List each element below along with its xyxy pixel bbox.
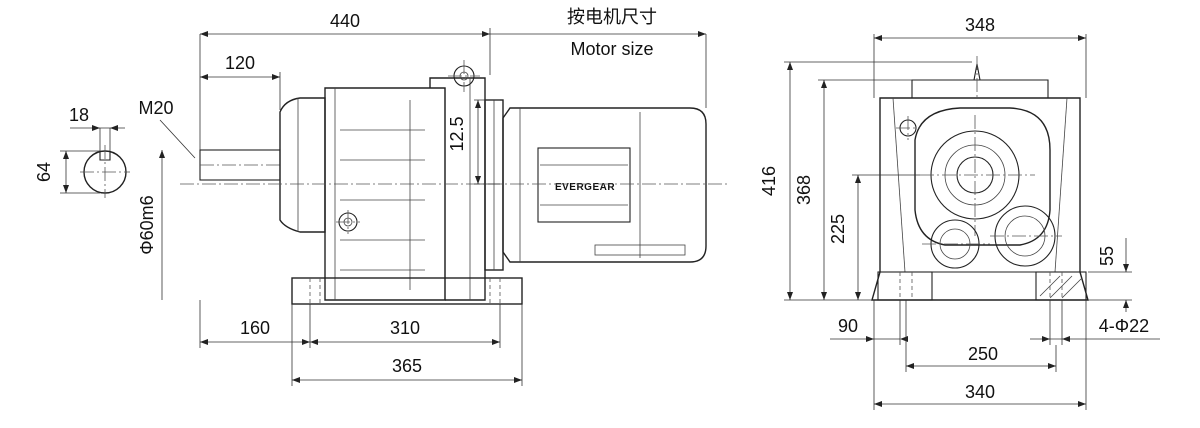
motor bbox=[502, 107, 707, 263]
dim-base-width: 340 bbox=[965, 382, 995, 402]
dim-thread: M20 bbox=[138, 98, 173, 118]
dim-key-width: 18 bbox=[69, 105, 89, 125]
brand-label: EVERGEAR bbox=[555, 182, 615, 193]
front-housing bbox=[871, 56, 1089, 301]
shaft-end-view bbox=[60, 125, 130, 198]
dim-hole-spacing: 250 bbox=[968, 344, 998, 364]
thread-leader bbox=[159, 119, 196, 159]
front-feet bbox=[877, 271, 1087, 301]
front-view: 348 416 368 225 55 90 bbox=[759, 15, 1160, 410]
motor-nameplate bbox=[537, 147, 631, 223]
base-foot bbox=[291, 277, 523, 305]
dim-width-top: 348 bbox=[965, 15, 995, 35]
dim-total-length: 440 bbox=[330, 11, 360, 31]
side-view: 64 18 M20 Φ60m6 bbox=[34, 7, 730, 386]
dim-foot-height: 55 bbox=[1097, 246, 1117, 266]
dim-holes: 4-Φ22 bbox=[1099, 316, 1149, 336]
gearbox-housing bbox=[324, 60, 486, 301]
output-shaft bbox=[199, 149, 281, 181]
motor-size-note-en: Motor size bbox=[570, 39, 653, 59]
motor-size-note-cn: 按电机尺寸 bbox=[567, 7, 657, 27]
dim-base-total: 365 bbox=[392, 356, 422, 376]
dim-shaft-height: 64 bbox=[34, 162, 54, 182]
dim-height-center-top: 368 bbox=[794, 175, 814, 205]
dim-base-front: 160 bbox=[240, 318, 270, 338]
dim-shaft-diameter: Φ60m6 bbox=[137, 195, 157, 254]
dim-edge-to-hole: 90 bbox=[838, 316, 858, 336]
dim-shaft-center: 225 bbox=[828, 214, 848, 244]
dim-shaft-length: 120 bbox=[225, 53, 255, 73]
dim-height-total: 416 bbox=[759, 166, 779, 196]
dim-base-length: 310 bbox=[390, 318, 420, 338]
dim-offset: 12.5 bbox=[447, 116, 467, 151]
